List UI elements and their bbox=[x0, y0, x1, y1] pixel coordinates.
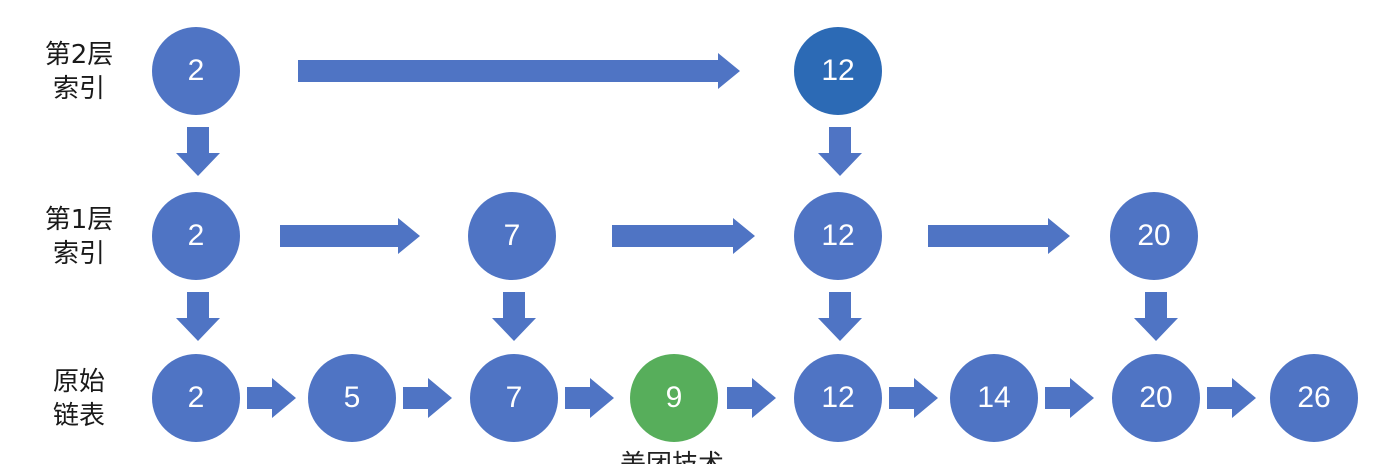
arrow-down bbox=[818, 127, 862, 176]
base-node: 26 bbox=[1270, 354, 1358, 442]
level1-node: 12 bbox=[794, 192, 882, 280]
arrow-down bbox=[176, 127, 220, 176]
arrow-down bbox=[818, 292, 862, 341]
caption-text: 美团技术 bbox=[620, 450, 770, 464]
row-label-level2: 第2层 索引 bbox=[34, 38, 124, 106]
base-node: 20 bbox=[1112, 354, 1200, 442]
arrow-down bbox=[176, 292, 220, 341]
arrow-right bbox=[403, 378, 452, 418]
base-node: 14 bbox=[950, 354, 1038, 442]
arrow-right bbox=[928, 218, 1070, 254]
row-label-line: 第2层 bbox=[44, 40, 114, 70]
row-label-base: 原始 链表 bbox=[34, 365, 124, 433]
row-label-line: 索引 bbox=[52, 74, 105, 104]
arrow-down bbox=[1134, 292, 1178, 341]
arrow-right bbox=[1045, 378, 1094, 418]
arrow-right bbox=[727, 378, 776, 418]
row-label-line: 原始 bbox=[52, 367, 105, 397]
row-label-level1: 第1层 索引 bbox=[34, 203, 124, 271]
arrow-down bbox=[492, 292, 536, 341]
arrow-right bbox=[565, 378, 614, 418]
arrow-right bbox=[889, 378, 938, 418]
arrow-right bbox=[298, 53, 740, 89]
arrow-right bbox=[247, 378, 296, 418]
base-node: 7 bbox=[470, 354, 558, 442]
arrow-right bbox=[280, 218, 420, 254]
level1-node: 2 bbox=[152, 192, 240, 280]
row-label-line: 第1层 bbox=[44, 205, 114, 235]
arrow-right bbox=[1207, 378, 1256, 418]
level1-node: 7 bbox=[468, 192, 556, 280]
base-node: 5 bbox=[308, 354, 396, 442]
level1-node: 20 bbox=[1110, 192, 1198, 280]
row-label-line: 索引 bbox=[52, 239, 105, 269]
base-node: 2 bbox=[152, 354, 240, 442]
base-node-highlighted: 9 bbox=[630, 354, 718, 442]
arrow-right bbox=[612, 218, 755, 254]
level2-node: 2 bbox=[152, 27, 240, 115]
level2-node: 12 bbox=[794, 27, 882, 115]
row-label-line: 链表 bbox=[52, 401, 105, 431]
base-node: 12 bbox=[794, 354, 882, 442]
